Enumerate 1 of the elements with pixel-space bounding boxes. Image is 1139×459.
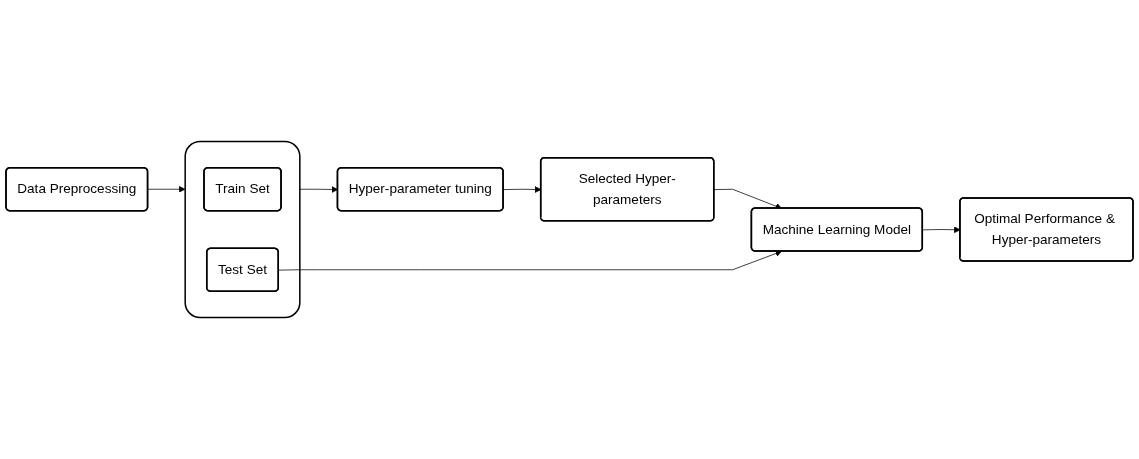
cluster — [184, 140, 301, 319]
